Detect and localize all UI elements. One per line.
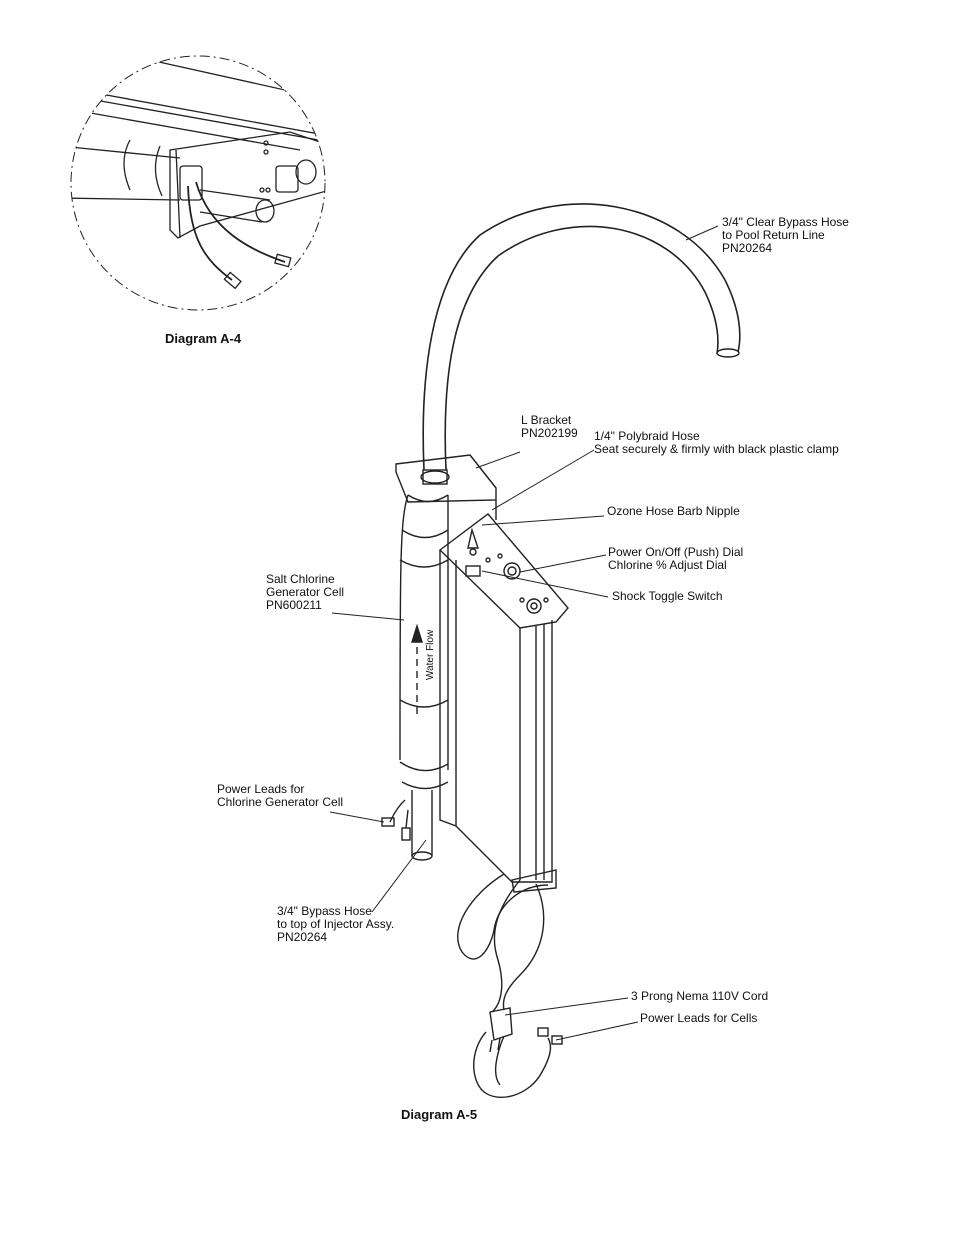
label-ozone-hose-barb: Ozone Hose Barb Nipple bbox=[607, 504, 740, 518]
main-assembly-a5 bbox=[381, 203, 741, 1098]
label-l-bracket: L Bracket PN202199 bbox=[521, 413, 578, 440]
label-lower-bypass-hose: 3/4" Bypass Hose to top of Injector Assy… bbox=[277, 904, 395, 944]
nema-plug bbox=[489, 1007, 513, 1041]
power-dial bbox=[503, 562, 521, 580]
label-clear-bypass-hose: 3/4" Clear Bypass Hose to Pool Return Li… bbox=[722, 215, 849, 255]
clear-bypass-hose bbox=[422, 203, 741, 471]
shock-toggle-switch bbox=[465, 565, 481, 577]
label-polybraid-hose: 1/4" Polybraid Hose Seat securely & firm… bbox=[594, 429, 839, 456]
ozone-hose-barb bbox=[467, 527, 479, 549]
power-cord bbox=[457, 873, 549, 960]
label-shock-toggle-switch: Shock Toggle Switch bbox=[612, 589, 723, 603]
lower-bypass-hose bbox=[411, 790, 433, 856]
detail-view-a4 bbox=[70, 55, 326, 311]
salt-chlorine-cell bbox=[399, 494, 409, 761]
control-panel-face bbox=[438, 513, 569, 629]
label-power-dial: Power On/Off (Push) Dial Chlorine % Adju… bbox=[608, 545, 744, 572]
detail-boundary-circle bbox=[70, 55, 326, 311]
water-flow-label: Water Flow bbox=[425, 629, 436, 680]
label-salt-chlorine-cell: Salt Chlorine Generator Cell PN600211 bbox=[266, 572, 345, 612]
label-cell-power-leads: Power Leads for Chlorine Generator Cell bbox=[217, 782, 344, 809]
leader-lines bbox=[329, 225, 719, 1041]
diagram-a5-caption: Diagram A-5 bbox=[401, 1107, 478, 1122]
label-cell-power-leads-cord: Power Leads for Cells bbox=[640, 1011, 758, 1025]
diagram-a4-caption: Diagram A-4 bbox=[165, 331, 242, 346]
label-nema-cord: 3 Prong Nema 110V Cord bbox=[631, 989, 769, 1003]
